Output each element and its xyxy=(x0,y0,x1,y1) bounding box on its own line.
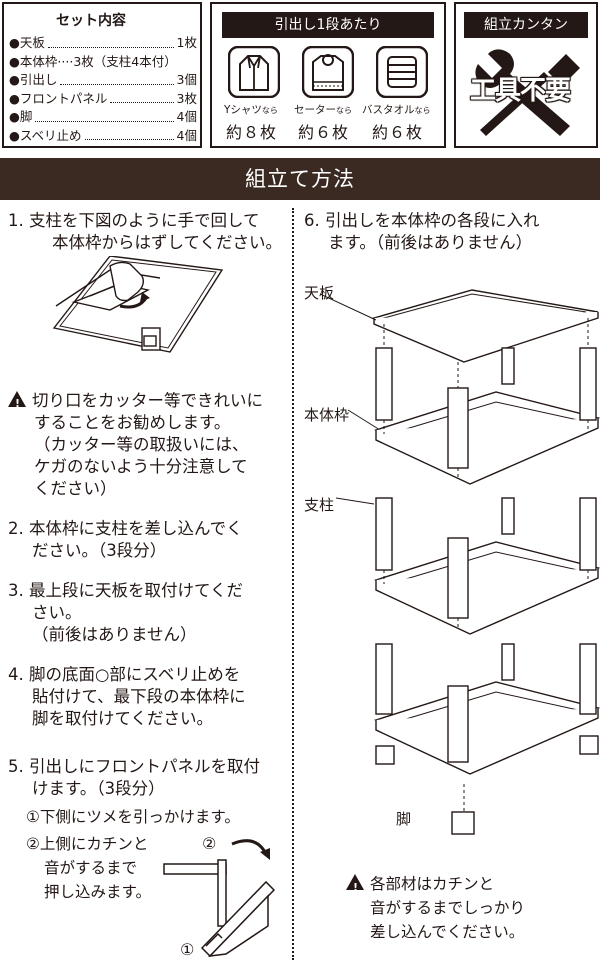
towel-label: バスタオルなら xyxy=(362,104,431,116)
step-5-text: 5. 引出しにフロントパネルを取付 けます。（3段分） xyxy=(8,757,260,798)
part-label-frame: 本体枠 xyxy=(304,406,350,424)
shirt-icon xyxy=(228,46,280,98)
bath-towel-icon xyxy=(376,46,428,98)
step-5-sub-2: ②上側にカチンと 音がするまで 押し込みます。 xyxy=(26,835,151,901)
warning-icon xyxy=(346,874,364,900)
per-drawer-box: 引出し1段あたり Yシャツなら セーターなら バスタオルなら 約８枚 約６枚 約… xyxy=(210,2,446,148)
sweater-count: 約６枚 xyxy=(298,123,350,142)
set-contents-title: セット内容 xyxy=(56,13,126,29)
step-5-sub-1: ①下側にツメを引っかけます。 xyxy=(26,808,240,826)
caution-2-text: 各部材はカチンと 音がするまでしっかり 差し込んでください。 xyxy=(346,872,525,944)
caution-1-text: 切り口をカッター等できれいに することをお勧めします。 （カッター等の取扱いには… xyxy=(8,390,263,500)
shirt-label: Yシャツなら xyxy=(224,104,278,116)
sweater-icon xyxy=(302,46,354,98)
marker-one: ① xyxy=(180,940,195,959)
assembly-method-header: 組立て方法 xyxy=(0,158,600,200)
step-4-text: 4. 脚の底面○部にスベリ止めを 貼付けて、最下段の本体枠に 脚を取付けてくださ… xyxy=(8,665,246,728)
exploded-assembly-illustration xyxy=(320,289,600,835)
wrench-screwdriver-icon xyxy=(475,49,580,136)
column-divider xyxy=(292,208,294,960)
step-2-text: 2. 本体枠に支柱を差し込んでく ださい。（3段分） xyxy=(8,519,243,560)
easy-assembly-box: 組立カンタン 工具不要 xyxy=(454,2,598,148)
sweater-label: セーターなら xyxy=(294,104,352,116)
list-item: ●本体枠····3枚（支柱4本付） xyxy=(9,53,177,69)
towel-count: 約６枚 xyxy=(372,123,424,142)
part-label-leg: 脚 xyxy=(396,810,412,828)
no-tools-text: 工具不要 xyxy=(469,76,571,107)
warning-icon xyxy=(8,391,26,415)
step-3-text: 3. 最上段に天板を取付けてくだ さい。 （前後はありません） xyxy=(8,581,243,644)
part-label-post: 支柱 xyxy=(304,496,335,514)
front-panel-illustration xyxy=(163,839,276,958)
per-drawer-title: 引出し1段あたり xyxy=(222,12,434,38)
step-6-text: 6. 引出しを本体枠の各段に入れ ます。（前後はありません） xyxy=(304,211,540,252)
post-removal-illustration xyxy=(52,256,224,353)
step-1-text: 1. 支柱を下図のように手で回して 本体枠からはずしてください。 xyxy=(8,211,283,252)
shirt-count: 約８枚 xyxy=(226,123,278,142)
marker-two: ② xyxy=(202,834,217,853)
easy-assembly-title: 組立カンタン xyxy=(464,12,588,38)
